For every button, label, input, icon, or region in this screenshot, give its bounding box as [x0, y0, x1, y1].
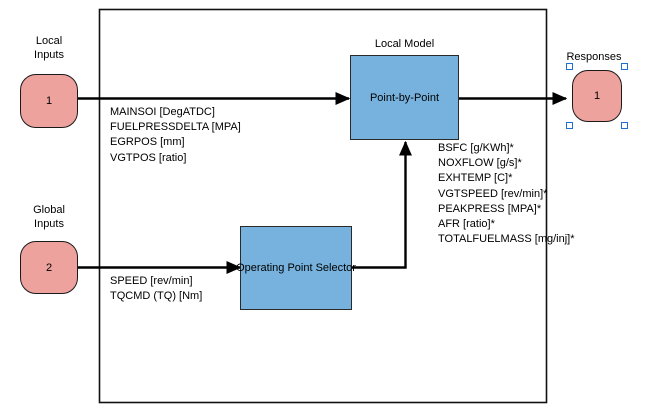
response-signal: EXHTEMP [C]*: [438, 172, 513, 185]
selection-handle-bottom-right[interactable]: [621, 122, 628, 129]
operating-point-selector-label: Operating Point Selector: [236, 262, 356, 274]
responses-caption: Responses: [566, 51, 622, 63]
selection-handle-bottom-left[interactable]: [566, 122, 573, 129]
local-model-caption: Local Model: [374, 38, 435, 50]
response-signal: BSFC [g/KWh]*: [438, 142, 514, 154]
selection-handle-top-left[interactable]: [566, 63, 573, 70]
local-inputs-caption-line2: Inputs: [34, 49, 64, 61]
local-input-signal: VGTPOS [ratio]: [110, 151, 187, 164]
global-inputs-port-number: 2: [45, 261, 53, 274]
response-signal-list: BSFC [g/KWh]* NOXFLOW [g/s]* EXHTEMP [C]* V…: [438, 141, 575, 247]
response-signal: PEAKPRESS [MPA]*: [438, 202, 542, 215]
local-input-signal-list: MAINSOI [DegATDC] FUELPRESSDELTA [MPA] EGR…: [110, 105, 241, 166]
global-inputs-port[interactable]: 2: [20, 241, 78, 294]
local-model-block-label: Point-by-Point: [369, 91, 440, 104]
response-signal: AFR [ratio]*: [438, 218, 495, 231]
connection-operating-point-selector-to-local-model: [352, 140, 413, 269]
response-signal: TOTALFUELMASS [mg/inj]*: [438, 233, 575, 246]
global-input-signal: TQCMD (TQ) [Nm]: [110, 290, 203, 303]
local-inputs-port[interactable]: 1: [20, 74, 78, 128]
responses-port[interactable]: 1: [572, 70, 622, 122]
global-input-signal: SPEED [rev/min]: [110, 275, 193, 287]
global-inputs-caption-line1: Global: [33, 204, 65, 216]
local-input-signal: FUELPRESSDELTA [MPA]: [110, 121, 241, 134]
response-signal: VGTSPEED [rev/min]*: [438, 187, 548, 200]
local-inputs-port-number: 1: [45, 95, 53, 107]
local-model-block[interactable]: Point-by-Point: [350, 55, 459, 140]
system-boundary-frame: [98, 8, 548, 404]
global-inputs-caption-line2: Inputs: [34, 218, 64, 230]
local-input-signal: EGRPOS [mm]: [110, 136, 185, 149]
local-inputs-caption-line1: Local: [35, 35, 63, 47]
local-input-signal: MAINSOI [DegATDC]: [110, 106, 215, 118]
selection-handle-top-right[interactable]: [621, 63, 628, 70]
operating-point-selector-block[interactable]: Operating Point Selector: [236, 226, 356, 310]
response-signal: NOXFLOW [g/s]*: [438, 157, 522, 170]
responses-port-number: 1: [593, 90, 601, 102]
global-input-signal-list: SPEED [rev/min] TQCMD (TQ) [Nm]: [110, 274, 202, 304]
